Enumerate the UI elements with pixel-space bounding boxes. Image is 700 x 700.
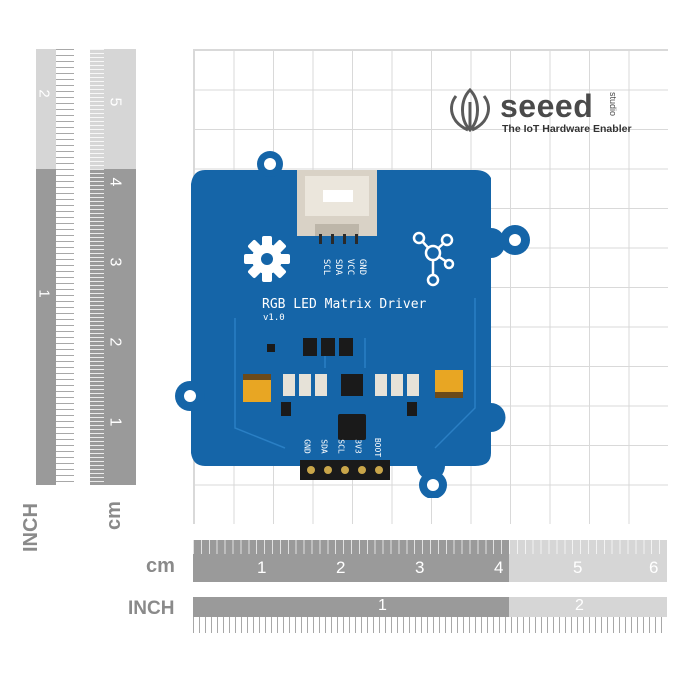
left-cm-unit: cm: [103, 501, 125, 530]
bottom-cm-ruler: 1 2 3 4 5 6: [193, 540, 667, 582]
logo-studio: studio: [608, 92, 618, 117]
bottom-inch-number-2: 2: [575, 597, 584, 614]
top-pin-vcc: VCC: [345, 258, 356, 276]
left-inch-number-1: 1: [35, 289, 53, 298]
bottom-pin-sda: SDA: [319, 439, 329, 454]
left-cm-number-2: 2: [106, 337, 124, 347]
bottom-cm-number-3: 3: [415, 558, 425, 577]
top-pin-sda: SDA: [333, 258, 344, 276]
left-cm-ruler: 5 4 3 2 1: [90, 49, 136, 485]
logo-name: seeed: [500, 88, 594, 124]
left-cm-number-5: 5: [106, 97, 124, 107]
board-version: v1.0: [263, 313, 285, 323]
bottom-cm-number-4: 4: [494, 558, 504, 577]
bottom-cm-number-5: 5: [573, 558, 583, 577]
logo-tagline: The IoT Hardware Enabler: [502, 123, 632, 135]
left-cm-number-3: 3: [106, 257, 124, 267]
top-pin-gnd: GND: [357, 258, 368, 276]
bottom-cm-number-1: 1: [257, 558, 267, 577]
bottom-cm-number-2: 2: [336, 558, 346, 577]
bottom-inch-number-1: 1: [378, 597, 387, 614]
board-title: RGB LED Matrix Driver: [262, 297, 427, 312]
left-inch-number-2: 2: [35, 89, 53, 98]
bottom-pin-gnd: GND: [302, 439, 312, 454]
bottom-pin-3v3: 3V3: [353, 439, 363, 454]
bottom-cm-unit: cm: [146, 555, 175, 577]
pcb-board: [175, 151, 530, 498]
bottom-pin-boot: BOOT: [373, 437, 383, 458]
seeed-logo-icon: [450, 87, 490, 133]
bottom-pin-scl: SCL: [336, 439, 346, 454]
left-cm-number-1: 1: [106, 417, 124, 427]
left-cm-number-4: 4: [106, 177, 124, 187]
left-inch-unit: INCH: [20, 503, 42, 552]
bottom-cm-number-6: 6: [649, 558, 659, 577]
left-inch-ruler: 2 1: [35, 49, 74, 485]
bottom-inch-unit: INCH: [128, 598, 175, 619]
top-pin-scl: SCL: [321, 258, 332, 276]
bottom-inch-ruler: 1 2: [193, 597, 667, 633]
